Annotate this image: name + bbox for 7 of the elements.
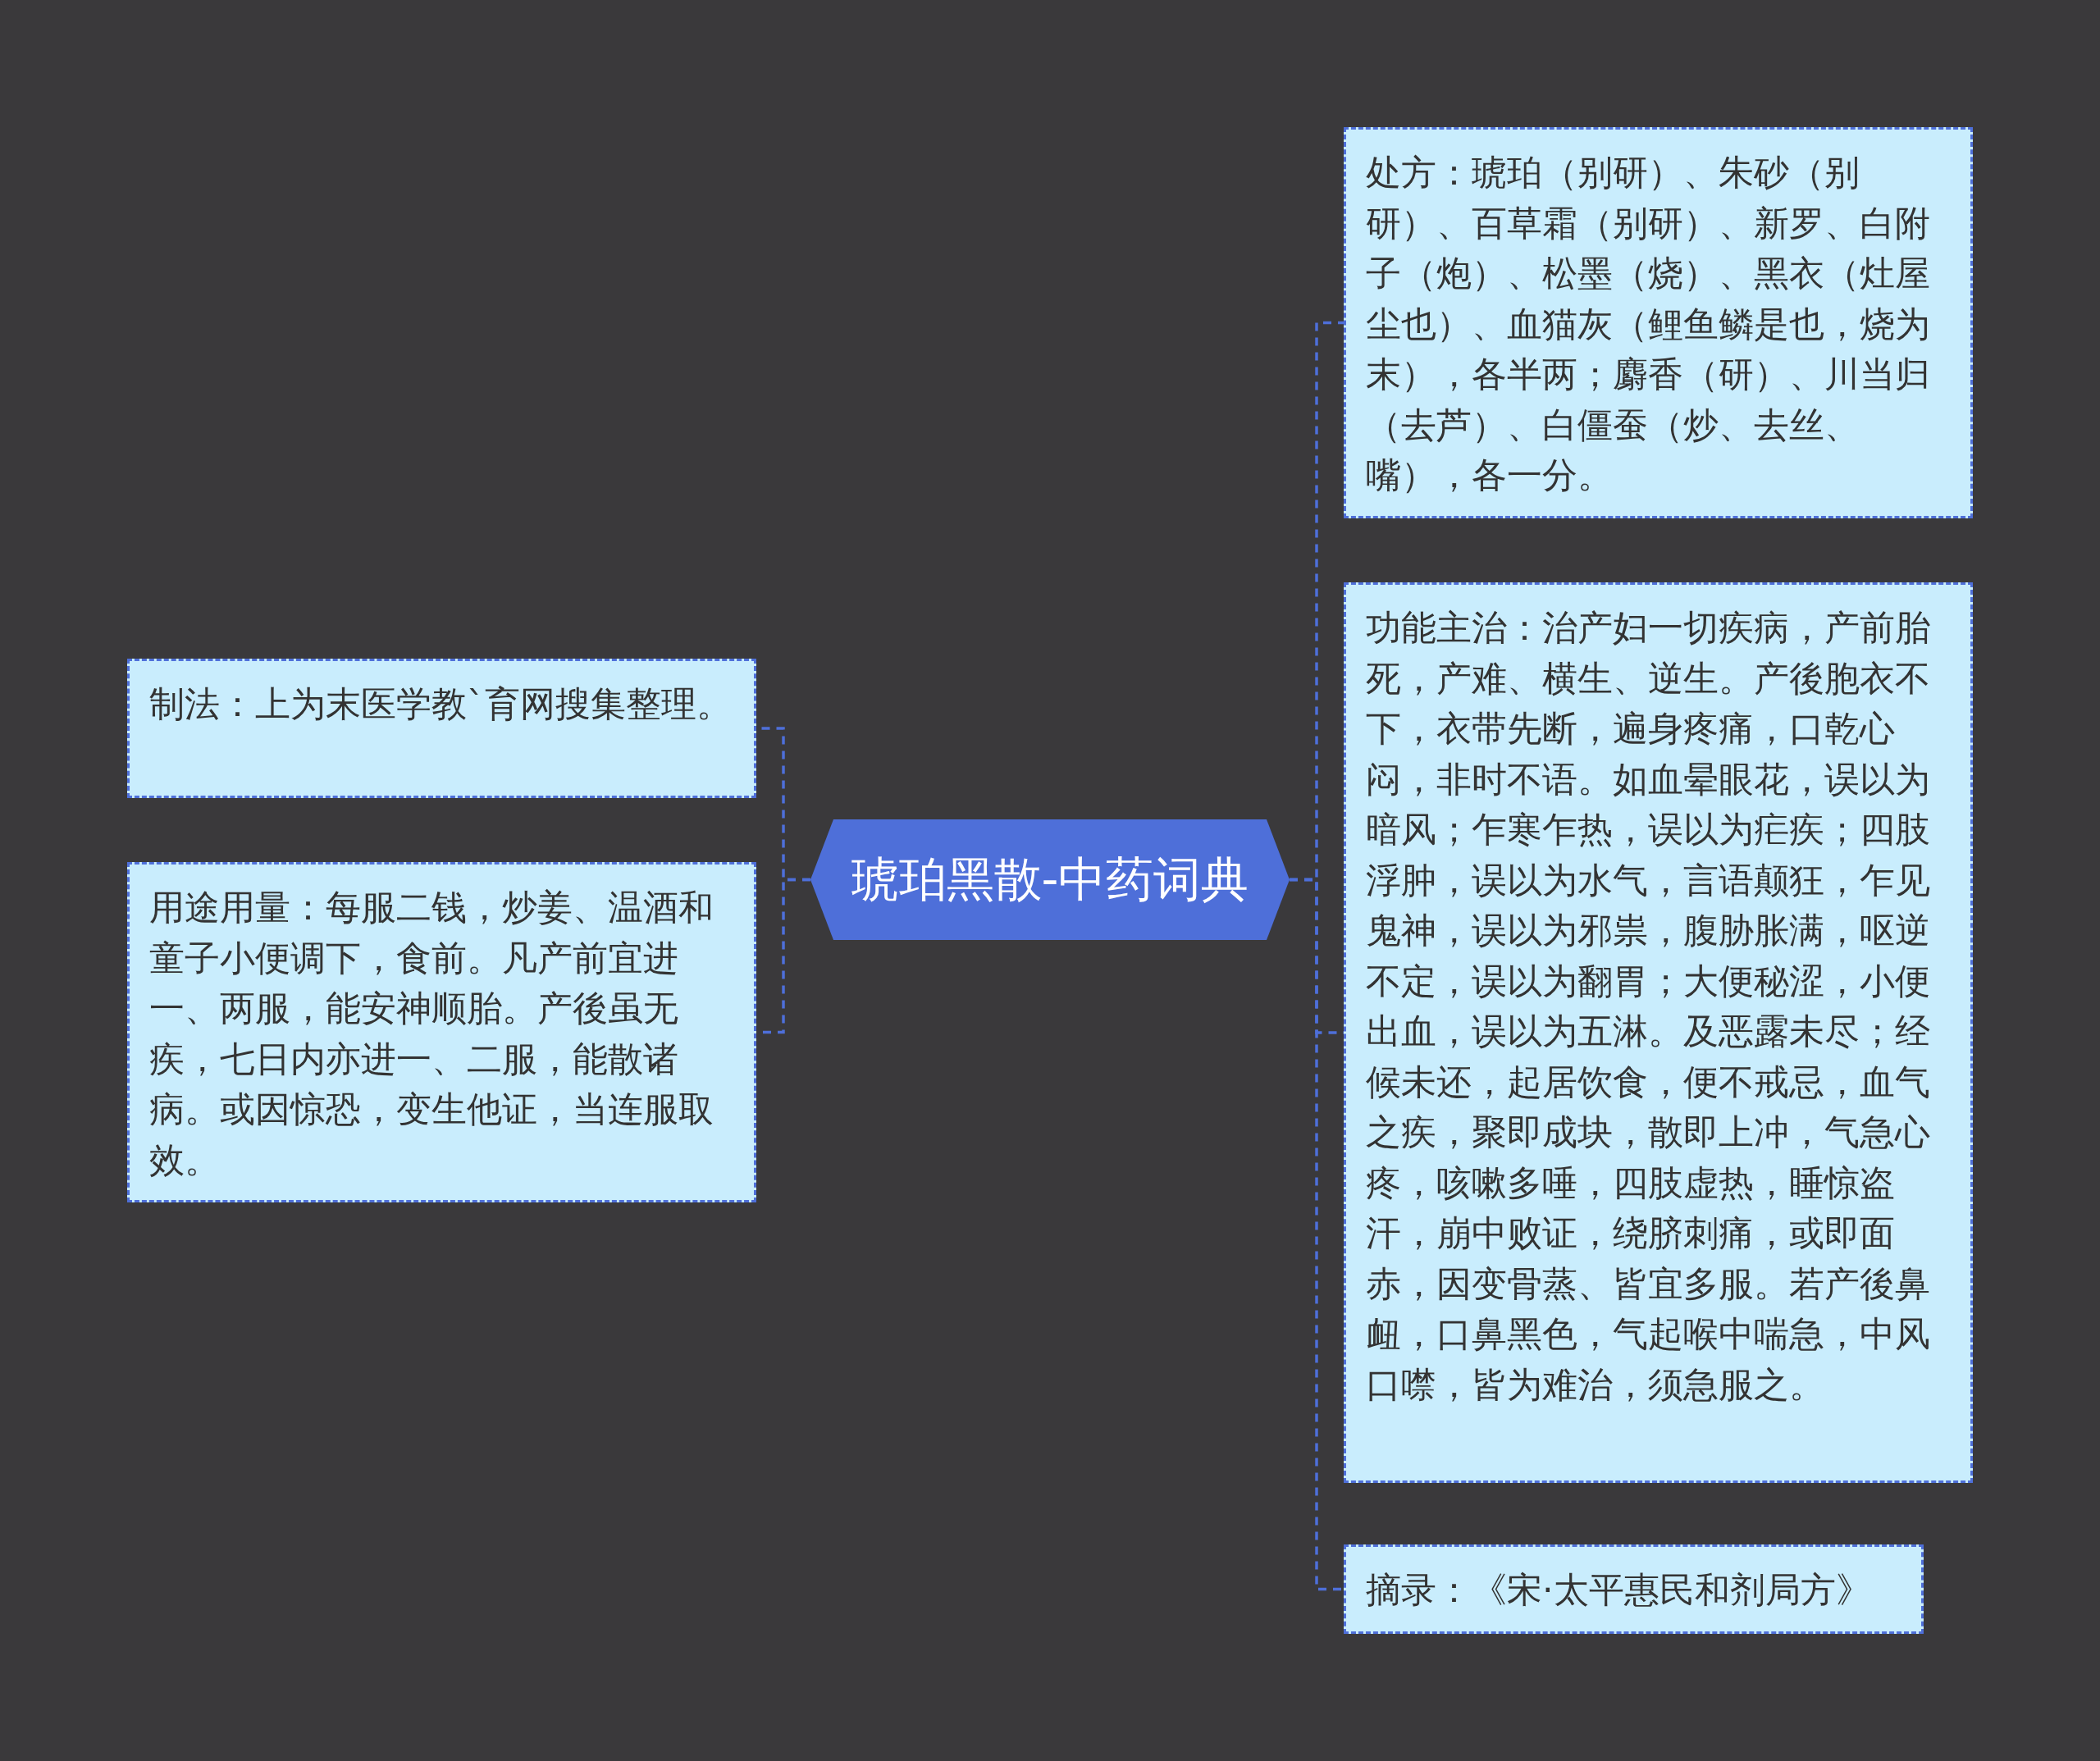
text-box: 功能主治：治产妇一切疾病，产前胎死，产难、横生、逆生。产後胞衣不下，衣带先断，遍身疼痛，口乾心闷，非时不语。如血晕眼花，误以为暗风；乍寒乍热，误以为疟疾；四肢浮肿，误以为水气，言语颠狂，乍见鬼神，误以为邪祟，腹胁胀满，呕逆不定，误以为翻胃；大便秘涩，小便出血，误以为五淋。及恶露未尽；经候未还，起居饮食，便不戒忌，血气之疾，聚即成块，散即上冲，气急心疼，咳嗽多唾，四肢虚热，睡惊盗汗，崩中败证，绕脐刺痛，或即面赤，因变骨蒸、皆宜多服。若产後鼻衄，口鼻黑色，气起喉中喘急，中风口噤，皆为难治，须急服之。 xyxy=(1344,582,1973,1483)
text-box: 用途用量：每服二钱，炒姜、温酒和童子小便调下，食前。凡产前宜进一、两服，能安神顺胎。产後虽无疾，七日内亦进一、二服，能散诸病。或因惊恐，变生他证，当连服取效。 xyxy=(127,862,756,1202)
connector-line xyxy=(1290,878,1344,1591)
text-box: 摘录：《宋·太平惠民和剂局方》 xyxy=(1344,1544,1924,1634)
text-box: 处方：琥珀（别研）、朱砂（别研）、百草霜（别研）、新罗、白附子（炮）、松墨（烧）、黑衣（灶屋尘也）、血猫灰（鲤鱼鳞是也，烧为末），各半两；麝香（研）、川当归（去芦）、白僵蚕（炒、去丝、嘴），各一分。 xyxy=(1344,127,1973,518)
topic-hexagon: 琥珀黑散-中药词典 xyxy=(810,819,1290,940)
text-box: 制法：上为末医学教`育网搜集整理。 xyxy=(127,659,756,798)
